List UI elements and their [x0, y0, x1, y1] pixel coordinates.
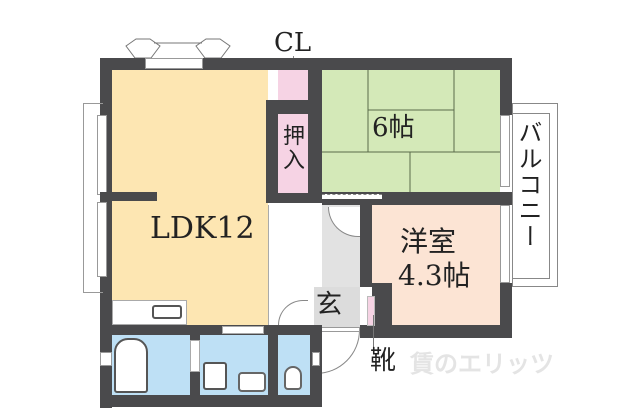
youshitsu-window	[500, 205, 510, 283]
washitsu-sliding-door	[322, 194, 382, 199]
entrance-door-swing	[316, 330, 360, 374]
wall-youshitsu-bottom	[360, 325, 512, 338]
wall-right-upper	[500, 58, 512, 115]
room-entrance	[314, 287, 360, 327]
watermark: 賃のエリッツ	[410, 350, 554, 378]
youshitsu-label-1: 洋室	[400, 225, 457, 258]
bath-door	[190, 340, 200, 372]
room-washitsu	[322, 70, 500, 192]
wall-top	[100, 58, 512, 70]
room-youshitsu	[372, 205, 500, 325]
youshitsu-corner-wall	[372, 283, 392, 325]
kitchen-sink-icon	[152, 305, 182, 319]
bathtub-icon	[114, 338, 148, 393]
ldk-wash-door	[222, 326, 264, 334]
top-window	[145, 58, 203, 69]
toilet-window	[312, 352, 320, 366]
ldk-partition-stub	[100, 192, 157, 201]
room-closet	[278, 70, 308, 101]
balcony-label: バルコニー	[514, 120, 542, 250]
washitsu-window	[500, 115, 510, 187]
closet-label-top: CL	[274, 28, 312, 58]
washing-machine-icon	[203, 362, 227, 390]
wash-basin-icon	[238, 372, 266, 392]
closet-door	[269, 70, 278, 101]
wall-bottom	[100, 395, 322, 407]
wall-oshiire-bottom	[266, 193, 322, 203]
wall-right-lower	[500, 283, 512, 338]
wall-closet-washitsu	[308, 58, 322, 203]
ldk-label: LDK12	[150, 211, 255, 246]
oshiire-label: 押入	[279, 124, 304, 172]
wall-toilet-right	[310, 327, 322, 407]
left-window-frame	[83, 103, 103, 293]
entrance-label: 玄	[316, 290, 343, 320]
youshitsu-label-2: 4.3帖	[398, 259, 471, 292]
bath-window	[100, 352, 112, 366]
shoe-leader-line	[373, 315, 374, 350]
shoe-box	[367, 296, 375, 326]
tatami-lines	[322, 70, 500, 192]
room-oshiire	[278, 114, 308, 193]
balcony-inner	[512, 113, 550, 279]
wall-ldk-right	[266, 100, 278, 200]
wall-wash-toilet	[268, 335, 278, 395]
wall-ldk-bottom	[100, 325, 322, 335]
wall-hall-youshitsu	[360, 205, 372, 287]
entrance-door-open	[316, 327, 360, 332]
left-window-lower	[97, 202, 107, 277]
shoe-box-label: 靴	[370, 346, 397, 376]
toilet-icon	[284, 366, 302, 390]
washitsu-label: 6帖	[372, 113, 415, 143]
